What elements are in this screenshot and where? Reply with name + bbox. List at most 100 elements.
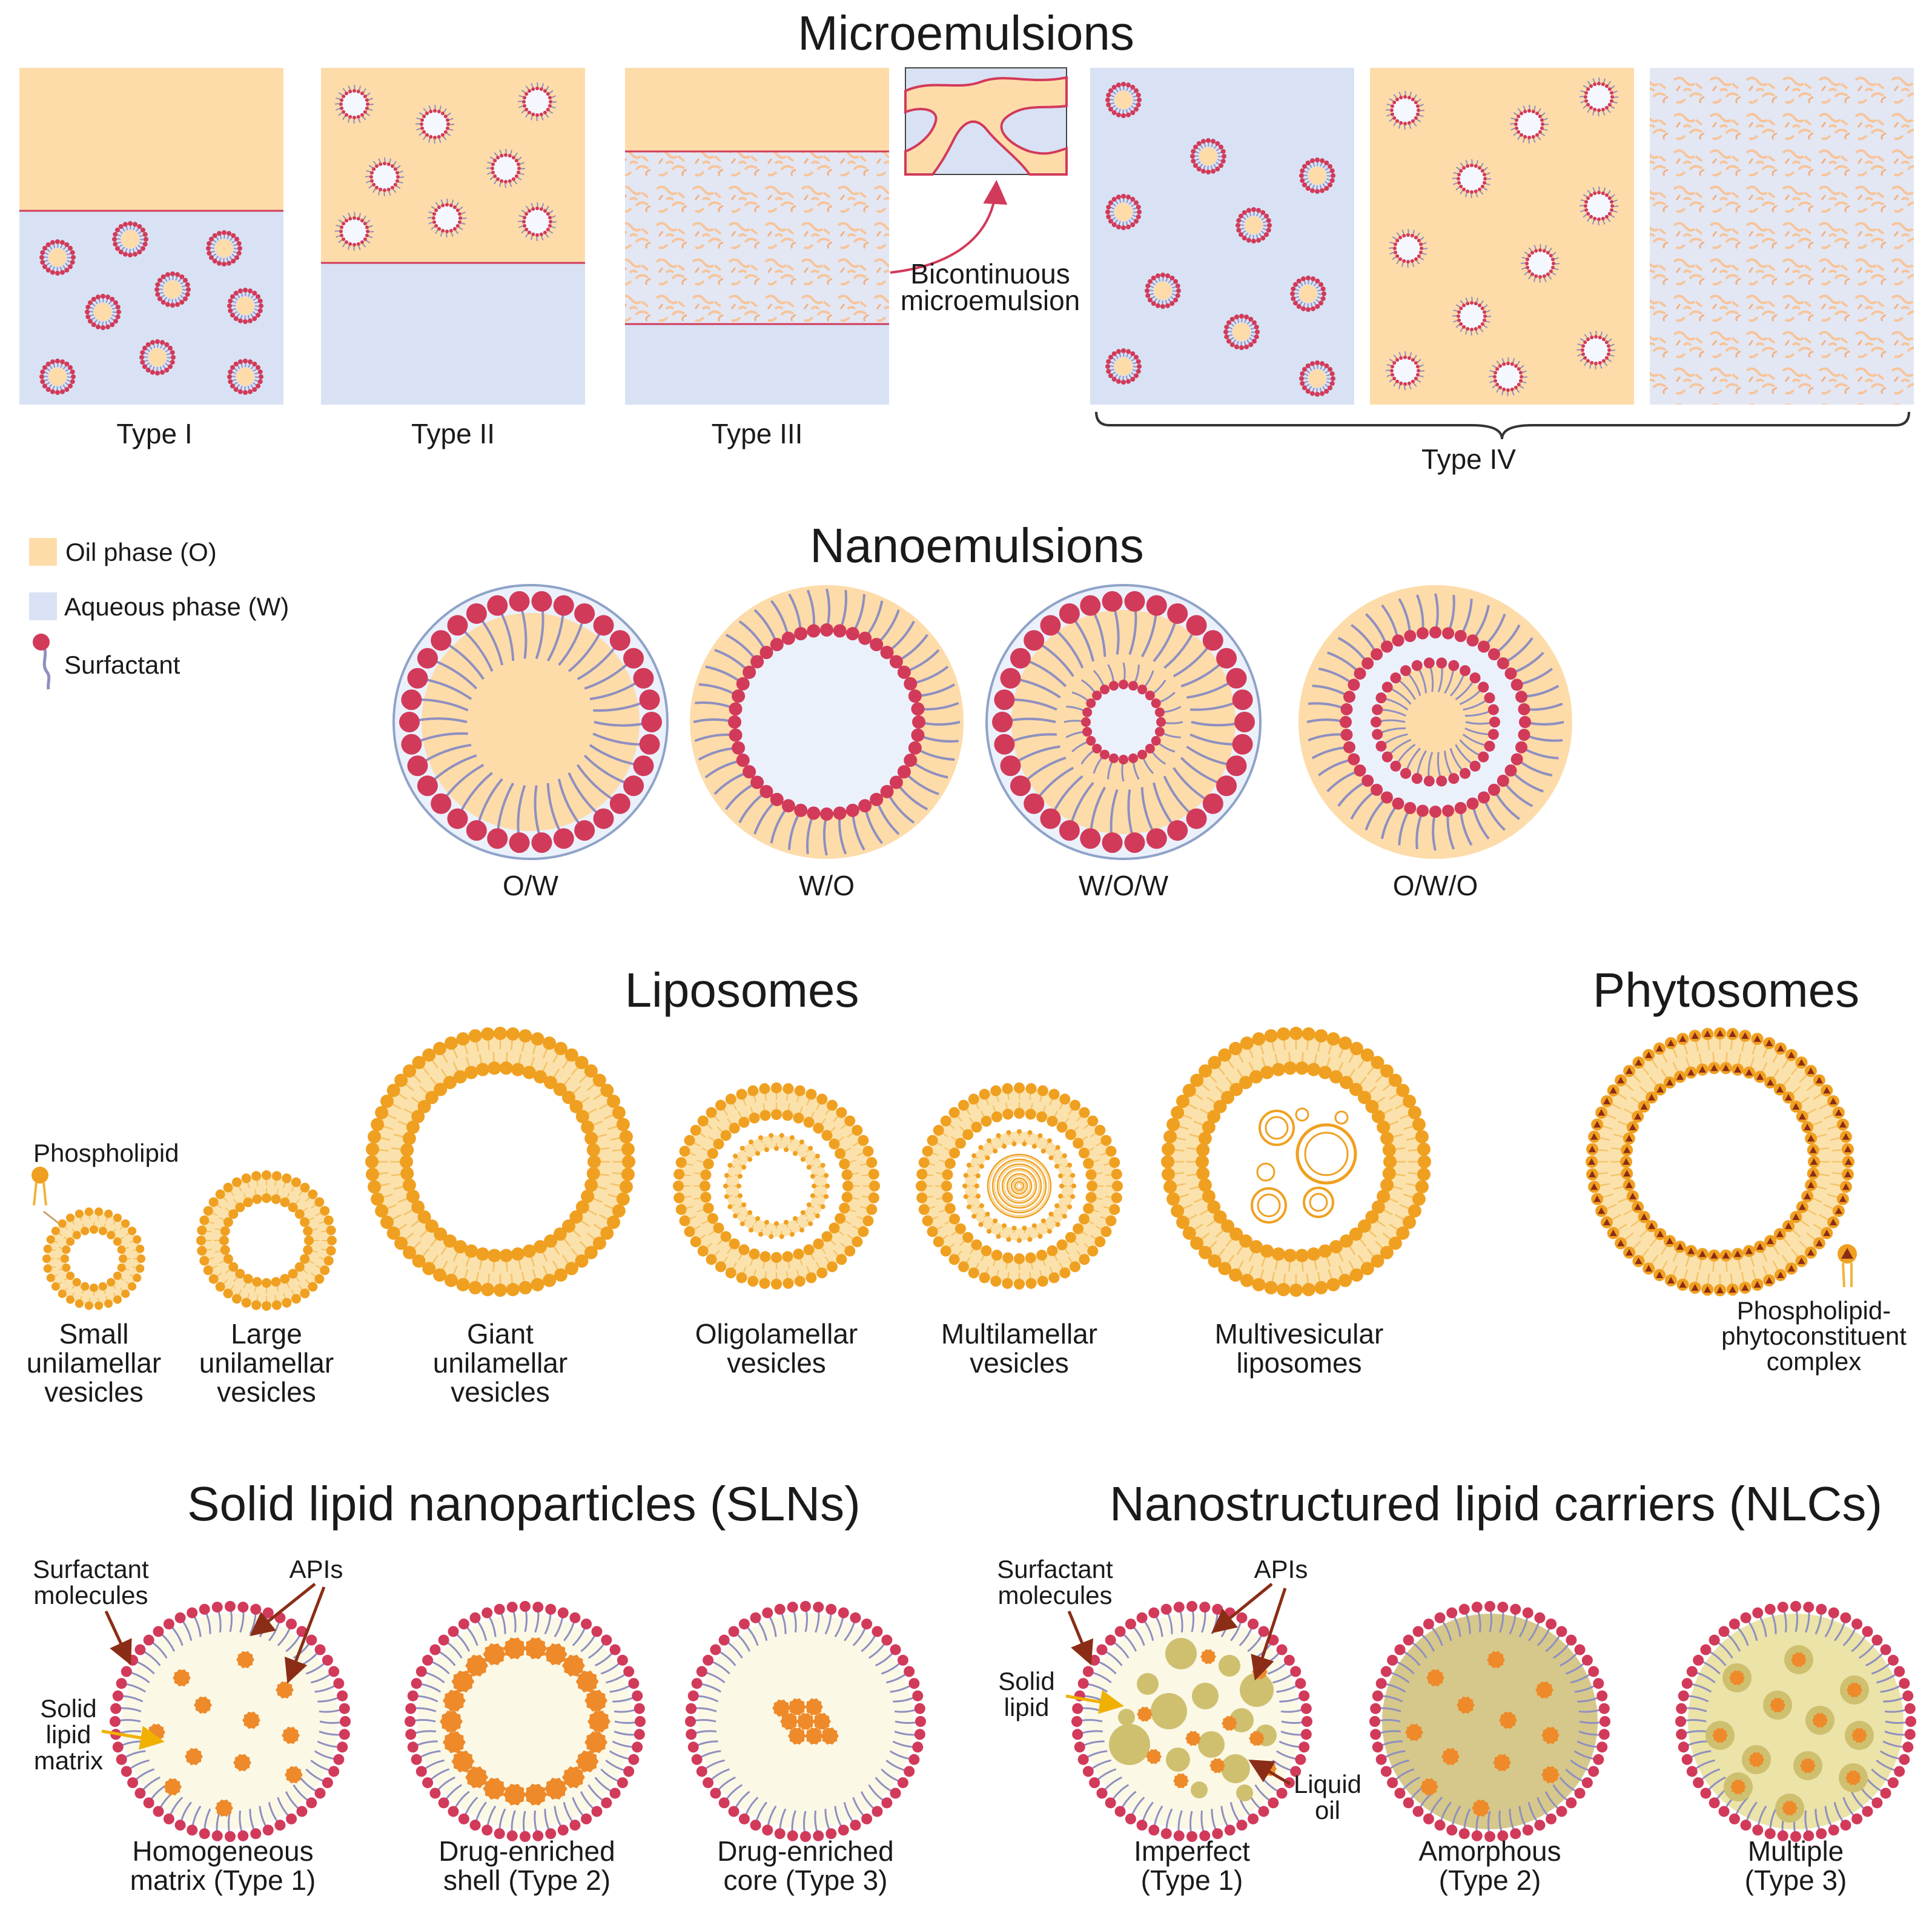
lipid-head	[494, 1284, 507, 1297]
surfactant-head	[1594, 335, 1598, 339]
surfactant-head	[1320, 391, 1325, 396]
api-particle	[1420, 1778, 1438, 1796]
lipid-head	[271, 1277, 281, 1287]
surfactant-head	[1148, 1607, 1160, 1618]
lipid-head	[308, 1282, 318, 1292]
surfactant-head	[687, 1741, 699, 1753]
lipid-head	[1059, 1184, 1064, 1188]
arrow-icon	[250, 1583, 316, 1637]
lipid-head	[72, 1231, 81, 1240]
surfactant-head	[448, 1626, 459, 1637]
lipid-head	[241, 1297, 251, 1308]
surfactant-head	[1535, 133, 1539, 137]
phytoconstituent-mark	[1617, 1076, 1625, 1084]
surfactant-head	[1418, 242, 1423, 247]
surfactant-head	[1686, 1766, 1698, 1777]
surfactant-head	[434, 224, 438, 228]
surfactant-head	[1100, 749, 1110, 760]
surfactant-head	[1406, 260, 1410, 263]
surfactant-head	[1077, 1754, 1089, 1765]
surfactant-head	[1436, 775, 1447, 787]
surfactant-head	[710, 1644, 721, 1655]
nlc-solid-label-line2: lipid	[1004, 1693, 1050, 1721]
phytoconstituent-mark	[1603, 1218, 1611, 1225]
lipid-head	[1371, 1110, 1385, 1124]
lipid-head	[1360, 1262, 1374, 1276]
lipid-head	[839, 1158, 850, 1170]
lipid-head	[575, 1200, 589, 1214]
surfactant-head	[1320, 158, 1325, 164]
surfactant-head	[1392, 101, 1397, 105]
nlc-type-labels: Imperfect (Type 1) Amorphous (Type 2) Mu…	[1134, 1835, 1847, 1896]
surfactant-head	[212, 259, 217, 264]
surfactant-head	[528, 209, 532, 213]
surfactant-head	[1729, 1618, 1740, 1630]
phytoconstituent-mark	[1588, 1158, 1595, 1165]
lipid-head	[288, 1268, 298, 1279]
surfactant-head	[691, 1678, 703, 1689]
luv-label: Large unilamellar vesicles	[199, 1318, 334, 1408]
surfactant-head	[185, 292, 190, 297]
surfactant-head	[405, 1703, 417, 1714]
oil-core	[1114, 203, 1133, 221]
surfactant-head	[535, 87, 539, 90]
lipid-head	[1229, 1042, 1243, 1056]
phytoconstituent-mark	[1629, 1123, 1636, 1130]
surfactant-head	[1191, 148, 1196, 154]
surfactant-head	[696, 1766, 707, 1777]
lipid-head	[1408, 1105, 1421, 1119]
surfactant-head	[820, 623, 833, 637]
api-particle	[524, 1783, 548, 1806]
surfactant-head	[524, 107, 529, 111]
bilayer-core	[201, 1175, 332, 1306]
surfactant-head	[395, 179, 399, 183]
surfactant-head	[635, 1716, 646, 1727]
lipid-head	[1377, 1190, 1391, 1204]
surfactant-head	[1411, 379, 1415, 383]
lipid-head	[518, 1280, 532, 1294]
surfactant-head	[1534, 249, 1538, 253]
surfactant-head	[1106, 214, 1111, 220]
surfactant-head	[1514, 122, 1518, 126]
surfactant-head	[1134, 219, 1139, 224]
surfactant-head	[912, 1690, 924, 1701]
surfactant-head	[1134, 373, 1139, 379]
surfactant-head	[1116, 379, 1121, 384]
surfactant-head	[1155, 273, 1160, 279]
surfactant-head	[236, 240, 242, 246]
lipid-head	[411, 1200, 425, 1214]
surfactant-icon	[33, 634, 51, 690]
api-particle	[1472, 1799, 1490, 1817]
surfactant-head	[1395, 254, 1400, 258]
arrow-icon	[890, 180, 1008, 274]
lipid-head	[1036, 1250, 1048, 1261]
lipid-head	[700, 1191, 712, 1203]
surfactant-head	[134, 1644, 146, 1655]
surfactant-head	[1392, 634, 1404, 647]
lipid-head	[1340, 1076, 1354, 1090]
lipid-head	[1011, 1225, 1017, 1231]
surfactant-head	[915, 1716, 926, 1727]
surfactant-head	[144, 237, 148, 242]
surfactant-head	[1497, 1830, 1509, 1841]
surfactant-head	[1586, 102, 1590, 107]
phytoconstituent-mark	[1679, 1035, 1687, 1042]
phytoconstituent-mark	[1741, 1032, 1749, 1039]
surfactant-head	[233, 316, 239, 322]
surfactant-head	[1137, 98, 1142, 102]
surfactant-head	[687, 1690, 699, 1701]
lipid-head	[488, 1061, 501, 1075]
surfactant-head	[113, 231, 118, 237]
phytoconstituent-mark	[1626, 1248, 1633, 1256]
surfactant-head	[743, 665, 756, 679]
phytoconstituent-mark	[1676, 1073, 1684, 1080]
surfactant-head	[1329, 178, 1335, 184]
lipid-head	[380, 1095, 394, 1108]
water-core	[422, 111, 448, 137]
surfactant-head	[438, 1797, 449, 1809]
surfactant-head	[1403, 95, 1407, 99]
surfactant-head	[1399, 356, 1403, 360]
lipid-head	[918, 1157, 930, 1168]
surfactant-head	[50, 270, 55, 275]
lipid-head	[51, 1227, 60, 1236]
